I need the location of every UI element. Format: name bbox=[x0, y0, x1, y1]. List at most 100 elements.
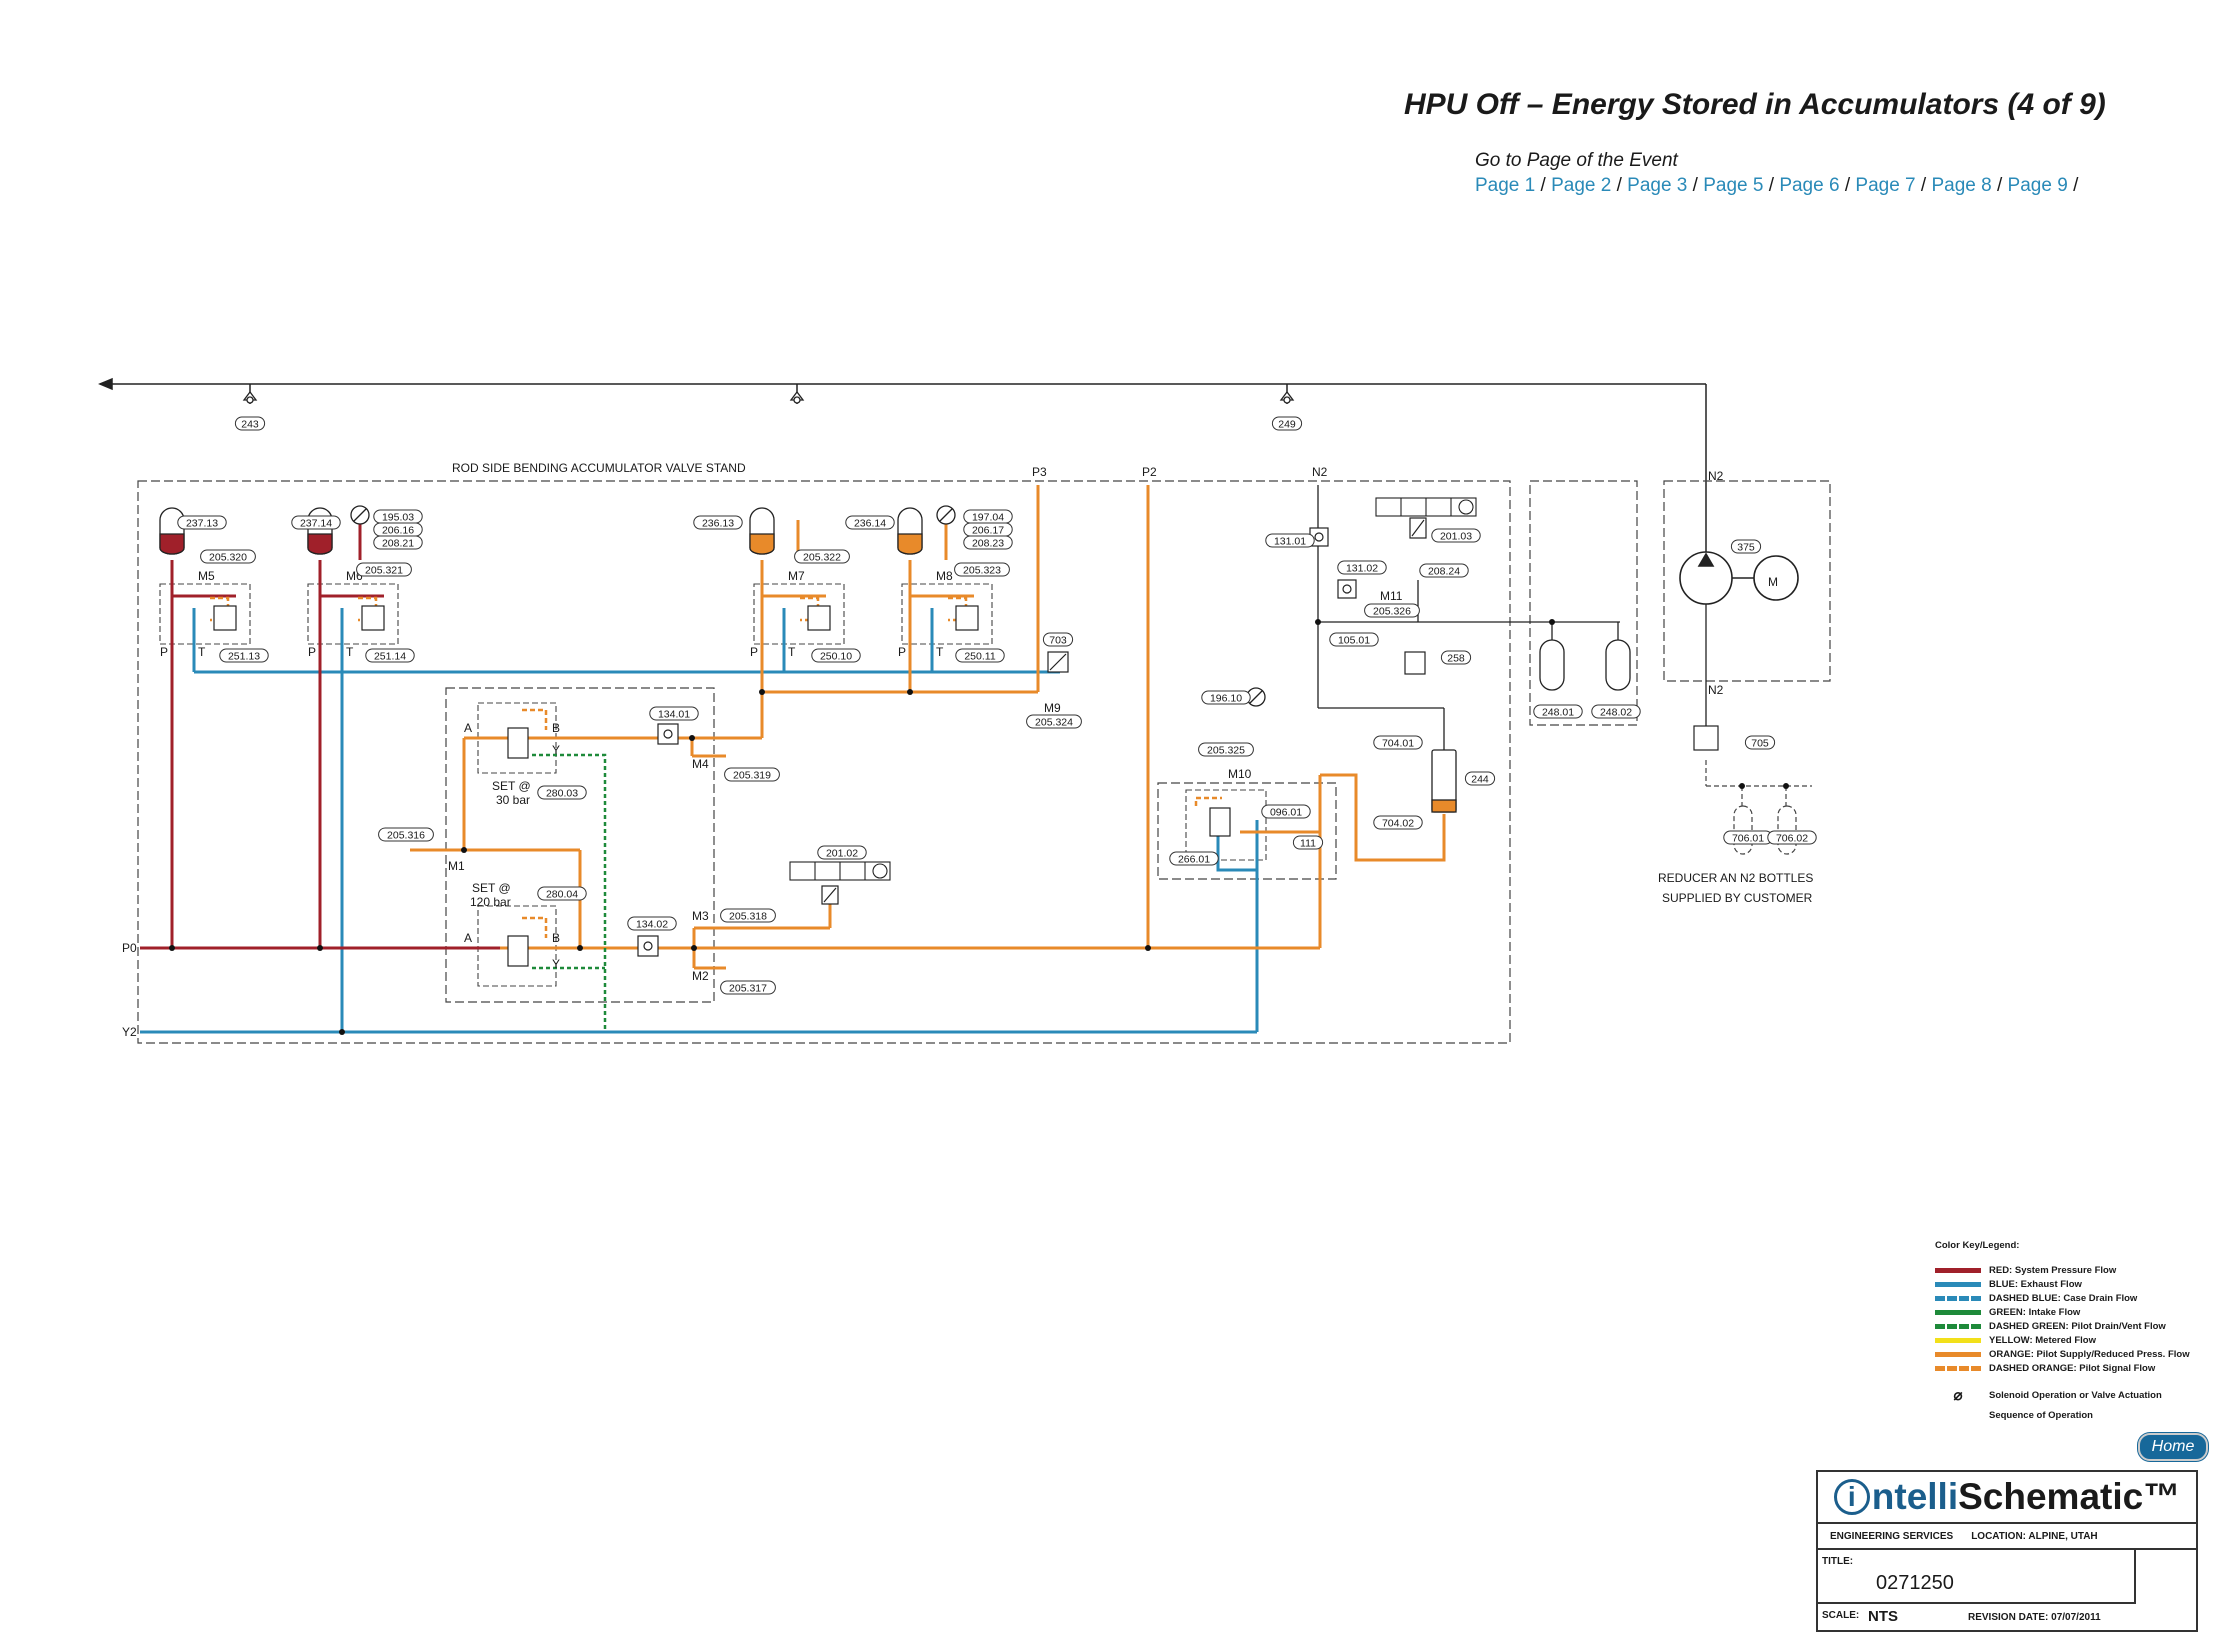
component-tag: 375 bbox=[1730, 539, 1762, 554]
component-tag-label: 131.02 bbox=[1346, 563, 1378, 575]
link-separator: / bbox=[1996, 175, 2003, 196]
component-tag-pill bbox=[1591, 704, 1641, 719]
component-tag: 248.02 bbox=[1591, 704, 1641, 719]
component-tag-pill bbox=[234, 416, 266, 431]
component-tag-label: 248.01 bbox=[1542, 707, 1574, 719]
component-tag-pill bbox=[1198, 742, 1254, 757]
port-p2: P2 bbox=[1142, 465, 1157, 479]
component-tag-pill bbox=[1201, 690, 1251, 705]
component-tag-label: 243 bbox=[241, 419, 259, 431]
component-tag-label: 206.17 bbox=[972, 525, 1004, 537]
port-n2: N2 bbox=[1708, 683, 1724, 697]
component-tag-pill bbox=[1169, 851, 1219, 866]
bottle-dashed-lines bbox=[1705, 760, 1812, 855]
pump-motor-icons bbox=[1679, 551, 1799, 605]
component-tag-pill bbox=[1373, 815, 1423, 830]
component-tag-label: 706.02 bbox=[1776, 833, 1808, 845]
component-tag: 205.321 bbox=[356, 562, 412, 577]
brand-i-icon: i bbox=[1833, 1479, 1870, 1515]
valve-blocks bbox=[159, 583, 1267, 987]
motor-label: M bbox=[1768, 575, 1778, 589]
legend-solenoid-row: ⌀ Solenoid Operation or Valve Actuation bbox=[1935, 1385, 2190, 1405]
component-tag-label: 201.02 bbox=[826, 848, 858, 860]
pilot-signal-lines bbox=[210, 596, 1222, 938]
component-tag-label: 237.13 bbox=[186, 518, 218, 530]
component-tag: 243 bbox=[234, 416, 266, 431]
link-page-3[interactable]: Page 3 bbox=[1627, 175, 1688, 196]
component-tag: 205.325 bbox=[1198, 742, 1254, 757]
title-row: TITLE: 0271250 bbox=[1818, 1550, 2136, 1604]
component-tag-label: 266.01 bbox=[1178, 854, 1210, 866]
title-caption: TITLE: bbox=[1822, 1556, 1854, 1567]
port-y2: Y2 bbox=[122, 1025, 137, 1039]
link-page-1[interactable]: Page 1 bbox=[1475, 175, 1536, 196]
component-tag-pill bbox=[1533, 704, 1583, 719]
component-tag-label: 131.01 bbox=[1274, 536, 1306, 548]
component-tag-label: 205.325 bbox=[1207, 745, 1245, 757]
component-tag: 131.02 bbox=[1337, 560, 1387, 575]
component-tag-pill bbox=[1329, 632, 1379, 647]
drawing-number: 0271250 bbox=[1876, 1572, 1954, 1594]
component-tag-label: 205.322 bbox=[803, 552, 841, 564]
label-port-t: T bbox=[346, 645, 354, 659]
component-tag: 236.14 bbox=[845, 515, 895, 530]
component-tag-label: 208.23 bbox=[972, 538, 1004, 550]
link-page-9[interactable]: Page 9 bbox=[2007, 175, 2068, 196]
legend-item: DASHED ORANGE: Pilot Signal Flow bbox=[1935, 1361, 2190, 1375]
legend-label: RED: System Pressure Flow bbox=[1989, 1264, 2117, 1276]
component-tag-pill bbox=[219, 648, 269, 663]
component-tag-label: 195.03 bbox=[382, 512, 414, 524]
component-tag: 236.13 bbox=[693, 515, 743, 530]
component-tag-label: 205.326 bbox=[1373, 606, 1411, 618]
legend-item: YELLOW: Metered Flow bbox=[1935, 1333, 2190, 1347]
component-tag-label: 704.01 bbox=[1382, 738, 1414, 750]
component-tag: 105.01 bbox=[1329, 632, 1379, 647]
component-tag: 280.04 bbox=[537, 886, 587, 901]
link-separator: / bbox=[1920, 175, 1927, 196]
link-page-5[interactable]: Page 5 bbox=[1703, 175, 1764, 196]
legend-swatch bbox=[1935, 1295, 1981, 1301]
home-button[interactable]: Home bbox=[2138, 1433, 2208, 1461]
component-tag-label: 236.13 bbox=[702, 518, 734, 530]
link-page-7[interactable]: Page 7 bbox=[1855, 175, 1916, 196]
component-tag-label: 205.321 bbox=[365, 565, 403, 577]
label-port-t: T bbox=[788, 645, 796, 659]
component-tag-label: 205.316 bbox=[387, 830, 425, 842]
component-tag-label: 236.14 bbox=[854, 518, 886, 530]
pilot-drain-lines bbox=[532, 753, 607, 1032]
label-port-t: T bbox=[936, 645, 944, 659]
label-m11: M11 bbox=[1380, 589, 1403, 603]
legend-item: DASHED BLUE: Case Drain Flow bbox=[1935, 1291, 2190, 1305]
component-tag-pill bbox=[373, 535, 423, 550]
component-tag: 201.03 bbox=[1431, 528, 1481, 543]
link-page-8[interactable]: Page 8 bbox=[1931, 175, 1992, 196]
pressure-switch-strips bbox=[789, 497, 1477, 881]
component-tag-label: 258 bbox=[1447, 653, 1465, 665]
link-separator: / bbox=[1844, 175, 1851, 196]
component-tag-label: 196.10 bbox=[1210, 693, 1242, 705]
legend-swatch bbox=[1935, 1351, 1981, 1357]
legend-item: BLUE: Exhaust Flow bbox=[1935, 1277, 2190, 1291]
component-tag: 197.04 bbox=[963, 509, 1013, 524]
component-tag: 206.17 bbox=[963, 522, 1013, 537]
legend-swatch bbox=[1935, 1337, 1981, 1343]
component-tag-pill bbox=[720, 908, 776, 923]
component-tag: 251.13 bbox=[219, 648, 269, 663]
component-tag: 280.03 bbox=[537, 785, 587, 800]
legend-swatch bbox=[1935, 1365, 1981, 1371]
component-tag: 266.01 bbox=[1169, 851, 1219, 866]
link-page-6[interactable]: Page 6 bbox=[1779, 175, 1840, 196]
component-tag-pill bbox=[1464, 771, 1496, 786]
component-tag-label: 280.04 bbox=[546, 889, 578, 901]
component-tag-pill bbox=[1337, 560, 1387, 575]
component-tag-label: 706.01 bbox=[1732, 833, 1764, 845]
legend-label: BLUE: Exhaust Flow bbox=[1989, 1278, 2082, 1290]
component-tag-label: 208.21 bbox=[382, 538, 414, 550]
component-tag-label: 250.11 bbox=[964, 651, 995, 663]
component-tag-pill bbox=[1440, 650, 1472, 665]
link-page-2[interactable]: Page 2 bbox=[1551, 175, 1612, 196]
label-m2: M2 bbox=[692, 969, 709, 983]
legend-item: GREEN: Intake Flow bbox=[1935, 1305, 2190, 1319]
